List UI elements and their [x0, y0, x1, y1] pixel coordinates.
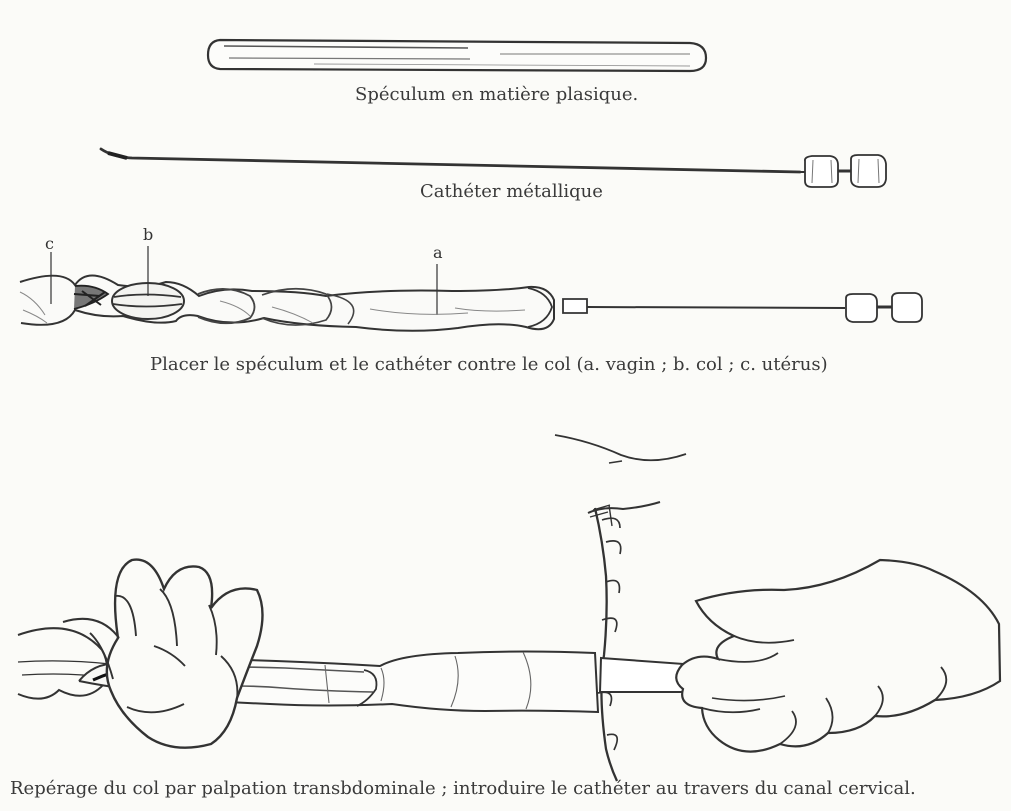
palpation-caption: Repérage du col par palpation transbdomi…: [10, 778, 916, 799]
placement-caption: Placer le spéculum et le cathéter contre…: [150, 354, 828, 375]
catheter-caption: Cathéter métallique: [420, 181, 603, 202]
label-a: a: [433, 243, 443, 262]
label-c: c: [45, 234, 54, 253]
plastic-speculum: [208, 40, 706, 71]
transabdominal-palpation-illustration: [18, 435, 1000, 781]
catheter-placement-diagram: [20, 246, 922, 331]
speculum-caption: Spéculum en matière plasique.: [355, 84, 638, 105]
label-b: b: [143, 225, 153, 244]
